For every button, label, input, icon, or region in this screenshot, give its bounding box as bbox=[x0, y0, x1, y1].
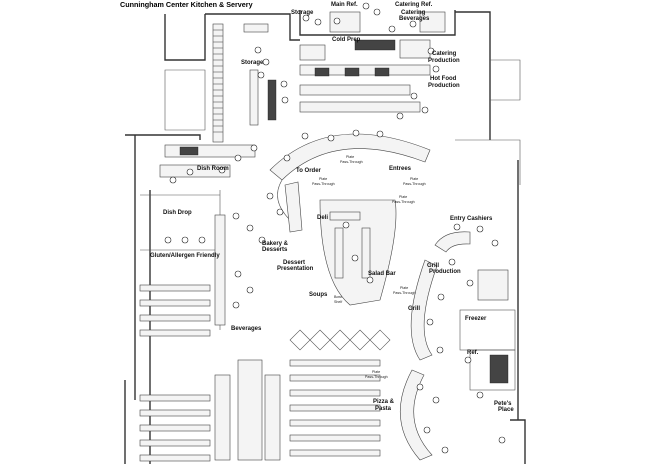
label-plate-pass-6b: Pass-Through bbox=[365, 375, 388, 379]
label-salad-bar: Salad Bar bbox=[368, 271, 396, 277]
label-plate-pass-1b: Pass-Through bbox=[340, 160, 363, 164]
label-plate-pass-5b: Pass-Through bbox=[393, 291, 416, 295]
label-plate-pass-3b: Pass-Through bbox=[403, 182, 426, 186]
label-cold-prep: Cold Prep bbox=[332, 37, 361, 43]
label-pizza-pasta-2: Pasta bbox=[375, 406, 392, 412]
label-plate-pass-5: Plate bbox=[400, 286, 408, 290]
label-bowl-shelf: Bowl bbox=[334, 295, 342, 299]
label-catering-ref: Catering Ref. bbox=[395, 2, 433, 8]
label-beverages: Beverages bbox=[231, 326, 262, 332]
label-main-ref: Main Ref. bbox=[331, 2, 358, 8]
label-dessert-presentation-2: Presentation bbox=[277, 266, 314, 272]
label-catering-beverages-2: Beverages bbox=[399, 16, 430, 22]
label-plate-pass-3: Plate bbox=[410, 177, 418, 181]
label-hot-food: Hot Food bbox=[430, 76, 457, 82]
label-grill: Grill bbox=[408, 306, 420, 312]
label-entrees: Entrees bbox=[389, 166, 412, 172]
label-dish-room: Dish Room bbox=[197, 166, 229, 172]
label-ref: Ref. bbox=[467, 350, 479, 356]
label-bakery: Bakery & bbox=[262, 241, 289, 247]
label-petes-place-2: Place bbox=[498, 407, 514, 413]
label-soups: Soups bbox=[309, 292, 328, 298]
right-rooms bbox=[459, 269, 516, 391]
label-plate-pass-6: Plate bbox=[372, 370, 380, 374]
label-plate-pass-4: Plate bbox=[399, 195, 407, 199]
label-to-order: To Order bbox=[296, 168, 322, 174]
production-equipment bbox=[159, 39, 431, 326]
label-storage-top: Storage bbox=[291, 10, 314, 16]
label-plate-pass-1: Plate bbox=[346, 155, 354, 159]
label-entry-cashiers: Entry Cashiers bbox=[450, 216, 493, 222]
label-plate-pass-4b: Pass-Through bbox=[392, 200, 415, 204]
label-storage-left: Storage bbox=[241, 60, 264, 66]
label-bowl-shelf-2: Shelf bbox=[334, 300, 342, 304]
label-pizza-pasta: Pizza & bbox=[373, 399, 395, 405]
plan-title: Cunningham Center Kitchen & Servery bbox=[120, 0, 253, 9]
label-bakery-2: Desserts bbox=[262, 247, 288, 253]
label-freezer: Freezer bbox=[465, 316, 487, 322]
label-dish-drop: Dish Drop bbox=[163, 210, 192, 216]
room-labels: Cunningham Center Kitchen & Servery Stor… bbox=[120, 0, 514, 413]
label-dessert-presentation: Dessert bbox=[283, 260, 305, 266]
dining-tables bbox=[139, 284, 391, 462]
label-catering-beverages: Catering bbox=[401, 10, 426, 16]
label-grill-production: Grill bbox=[427, 263, 439, 269]
deli-island bbox=[319, 199, 397, 306]
storage-racks bbox=[212, 11, 446, 143]
label-deli: Deli bbox=[317, 215, 328, 221]
label-grill-production-2: Production bbox=[429, 269, 461, 275]
label-plate-pass-2b: Pass-Through bbox=[312, 182, 335, 186]
label-petes-place: Pete's bbox=[494, 401, 512, 407]
label-catering-production: Catering bbox=[432, 51, 457, 57]
label-hot-food-2: Production bbox=[428, 83, 460, 89]
label-catering-production-2: Production bbox=[428, 58, 460, 64]
serving-counters bbox=[269, 133, 471, 461]
equipment-tags bbox=[164, 2, 506, 454]
label-gluten-allergen: Gluten/Allergen Friendly bbox=[150, 253, 220, 259]
building-walls bbox=[124, 10, 526, 464]
label-plate-pass-2: Plate bbox=[319, 177, 327, 181]
